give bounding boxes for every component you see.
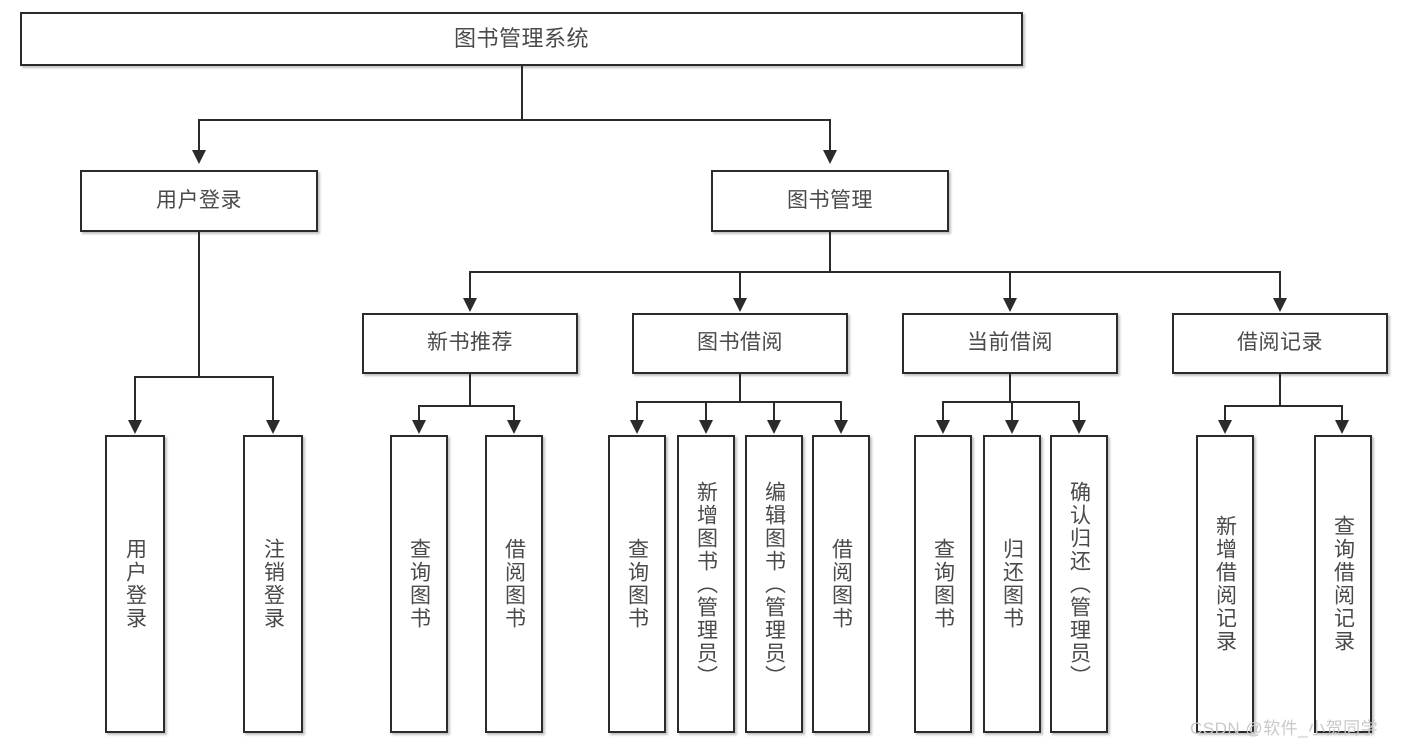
node-label: 借阅图书 [829,538,853,630]
node-label: 用户登录 [123,538,147,630]
node-borrow-record[interactable]: 借阅记录 [1172,313,1388,374]
edge-borrow-record-bus [1224,405,1343,407]
arrowhead-book-borrow-leaf-1 [630,420,644,434]
arrowhead-root-to-user-login [192,150,206,164]
edge-new-book-bus [418,405,515,407]
edge-book-borrow-to-leaf-2 [705,401,707,421]
arrowhead-current-borrow-leaf-3 [1072,420,1086,434]
node-root-library-system[interactable]: 图书管理系统 [20,12,1023,66]
node-leaf-return-book[interactable]: 归还图书 [983,435,1041,733]
edge-user-login-to-leaf-2 [272,376,274,421]
node-leaf-borrow-book-new[interactable]: 借阅图书 [485,435,543,733]
node-label: 新增借阅记录 [1213,515,1237,653]
edge-user-login-stem [198,232,200,377]
arrowhead-new-book-leaf-1 [412,420,426,434]
node-user-login[interactable]: 用户登录 [80,170,318,232]
edge-borrow-record-to-leaf-1 [1224,405,1226,421]
csdn-watermark: CSDN @软件_小贺同学 [1190,719,1379,738]
arrowhead-borrow-record-leaf-2 [1335,420,1349,434]
edge-user-login-bus [134,376,274,378]
arrowhead-book-mgmt-new-book [463,298,477,312]
node-book-borrow[interactable]: 图书借阅 [632,313,848,374]
node-label: 借阅图书 [502,538,526,630]
node-leaf-edit-book-admin[interactable]: 编辑图书（管理员） [745,435,803,733]
node-label: 确认归还（管理员） [1067,480,1091,688]
edge-book-mgmt-to-current-borrow [1009,271,1011,299]
edge-new-book-stem [469,374,471,406]
node-label: 图书借阅 [697,331,783,355]
edge-borrow-record-to-leaf-2 [1341,405,1343,421]
edge-book-borrow-to-leaf-4 [840,401,842,421]
node-leaf-query-book-borrow[interactable]: 查询图书 [608,435,666,733]
node-label: 图书管理 [787,188,873,212]
edge-borrow-record-stem [1279,374,1281,406]
edge-current-borrow-to-leaf-2 [1011,401,1013,421]
edge-root-to-user-login [198,119,200,151]
node-book-management[interactable]: 图书管理 [711,170,949,232]
edge-current-borrow-stem [1009,374,1011,402]
arrowhead-book-mgmt-borrow-record [1273,298,1287,312]
edge-new-book-to-leaf-2 [513,405,515,421]
arrowhead-user-login-leaf-1 [128,420,142,434]
node-leaf-query-book-new[interactable]: 查询图书 [390,435,448,733]
edge-current-borrow-bus [942,401,1079,403]
arrowhead-current-borrow-leaf-1 [936,420,950,434]
edge-book-mgmt-stem [829,232,831,272]
edge-current-borrow-to-leaf-3 [1078,401,1080,421]
arrowhead-book-borrow-leaf-2 [699,420,713,434]
node-label: 借阅记录 [1237,331,1323,355]
node-label: 查询借阅记录 [1331,515,1355,653]
node-label: 归还图书 [1000,538,1024,630]
arrowhead-new-book-leaf-2 [507,420,521,434]
node-label: 新书推荐 [427,331,513,355]
node-label: 新增图书（管理员） [694,480,718,688]
arrowhead-book-mgmt-book-borrow [733,298,747,312]
node-leaf-borrow-book[interactable]: 借阅图书 [812,435,870,733]
node-label: 当前借阅 [967,331,1053,355]
edge-current-borrow-to-leaf-1 [942,401,944,421]
arrowhead-current-borrow-leaf-2 [1005,420,1019,434]
edge-book-mgmt-to-book-borrow [739,271,741,299]
arrowhead-book-borrow-leaf-4 [834,420,848,434]
node-label: 查询图书 [407,538,431,630]
node-leaf-add-borrow-record[interactable]: 新增借阅记录 [1196,435,1254,733]
node-leaf-user-login[interactable]: 用户登录 [105,435,165,733]
node-label: 图书管理系统 [453,26,589,52]
edge-root-stem [521,66,523,120]
edge-book-borrow-bus [636,401,841,403]
edge-book-borrow-to-leaf-3 [773,401,775,421]
node-label: 编辑图书（管理员） [762,480,786,688]
edge-book-mgmt-to-borrow-record [1279,271,1281,299]
edge-book-borrow-to-leaf-1 [636,401,638,421]
edge-new-book-to-leaf-1 [418,405,420,421]
arrowhead-book-borrow-leaf-3 [767,420,781,434]
edge-root-bus [198,119,830,121]
arrowhead-user-login-leaf-2 [266,420,280,434]
node-label: 查询图书 [625,538,649,630]
edge-book-mgmt-to-new-book [469,271,471,299]
edge-user-login-to-leaf-1 [134,376,136,421]
node-leaf-query-book-current[interactable]: 查询图书 [914,435,972,733]
node-leaf-confirm-return-admin[interactable]: 确认归还（管理员） [1050,435,1108,733]
node-label: 注销登录 [261,538,285,630]
node-leaf-add-book-admin[interactable]: 新增图书（管理员） [677,435,735,733]
node-label: 查询图书 [931,538,955,630]
arrowhead-borrow-record-leaf-1 [1218,420,1232,434]
node-leaf-query-borrow-record[interactable]: 查询借阅记录 [1314,435,1372,733]
node-new-book-recommend[interactable]: 新书推荐 [362,313,578,374]
node-current-borrow[interactable]: 当前借阅 [902,313,1118,374]
edge-book-borrow-stem [739,374,741,402]
arrowhead-root-to-book-mgmt [823,150,837,164]
node-label: 用户登录 [156,188,242,212]
edge-book-mgmt-bus [469,271,1281,273]
node-leaf-logout[interactable]: 注销登录 [243,435,303,733]
arrowhead-book-mgmt-current-borrow [1003,298,1017,312]
edge-root-to-book-mgmt [829,119,831,151]
